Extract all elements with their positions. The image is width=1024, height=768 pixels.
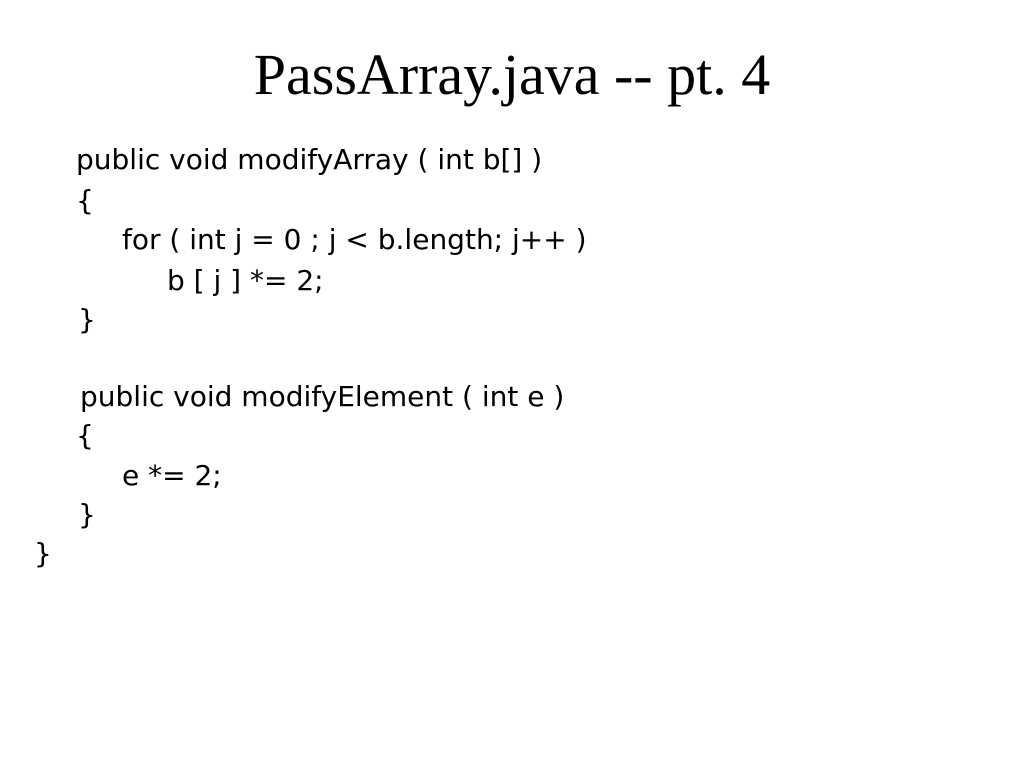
code-line: } bbox=[34, 537, 52, 570]
code-line: for ( int j = 0 ; j < b.length; j++ ) bbox=[122, 223, 587, 256]
code-line: public void modifyElement ( int e ) bbox=[80, 380, 565, 413]
code-line: e *= 2; bbox=[122, 459, 222, 492]
code-line: public void modifyArray ( int b[] ) bbox=[76, 143, 543, 176]
slide-title: PassArray.java -- pt. 4 bbox=[253, 42, 771, 107]
code-line: } bbox=[78, 498, 96, 531]
code-line: b [ j ] *= 2; bbox=[167, 264, 324, 297]
code-line: { bbox=[76, 419, 94, 452]
code-line: } bbox=[78, 303, 96, 336]
code-line: { bbox=[76, 184, 94, 217]
